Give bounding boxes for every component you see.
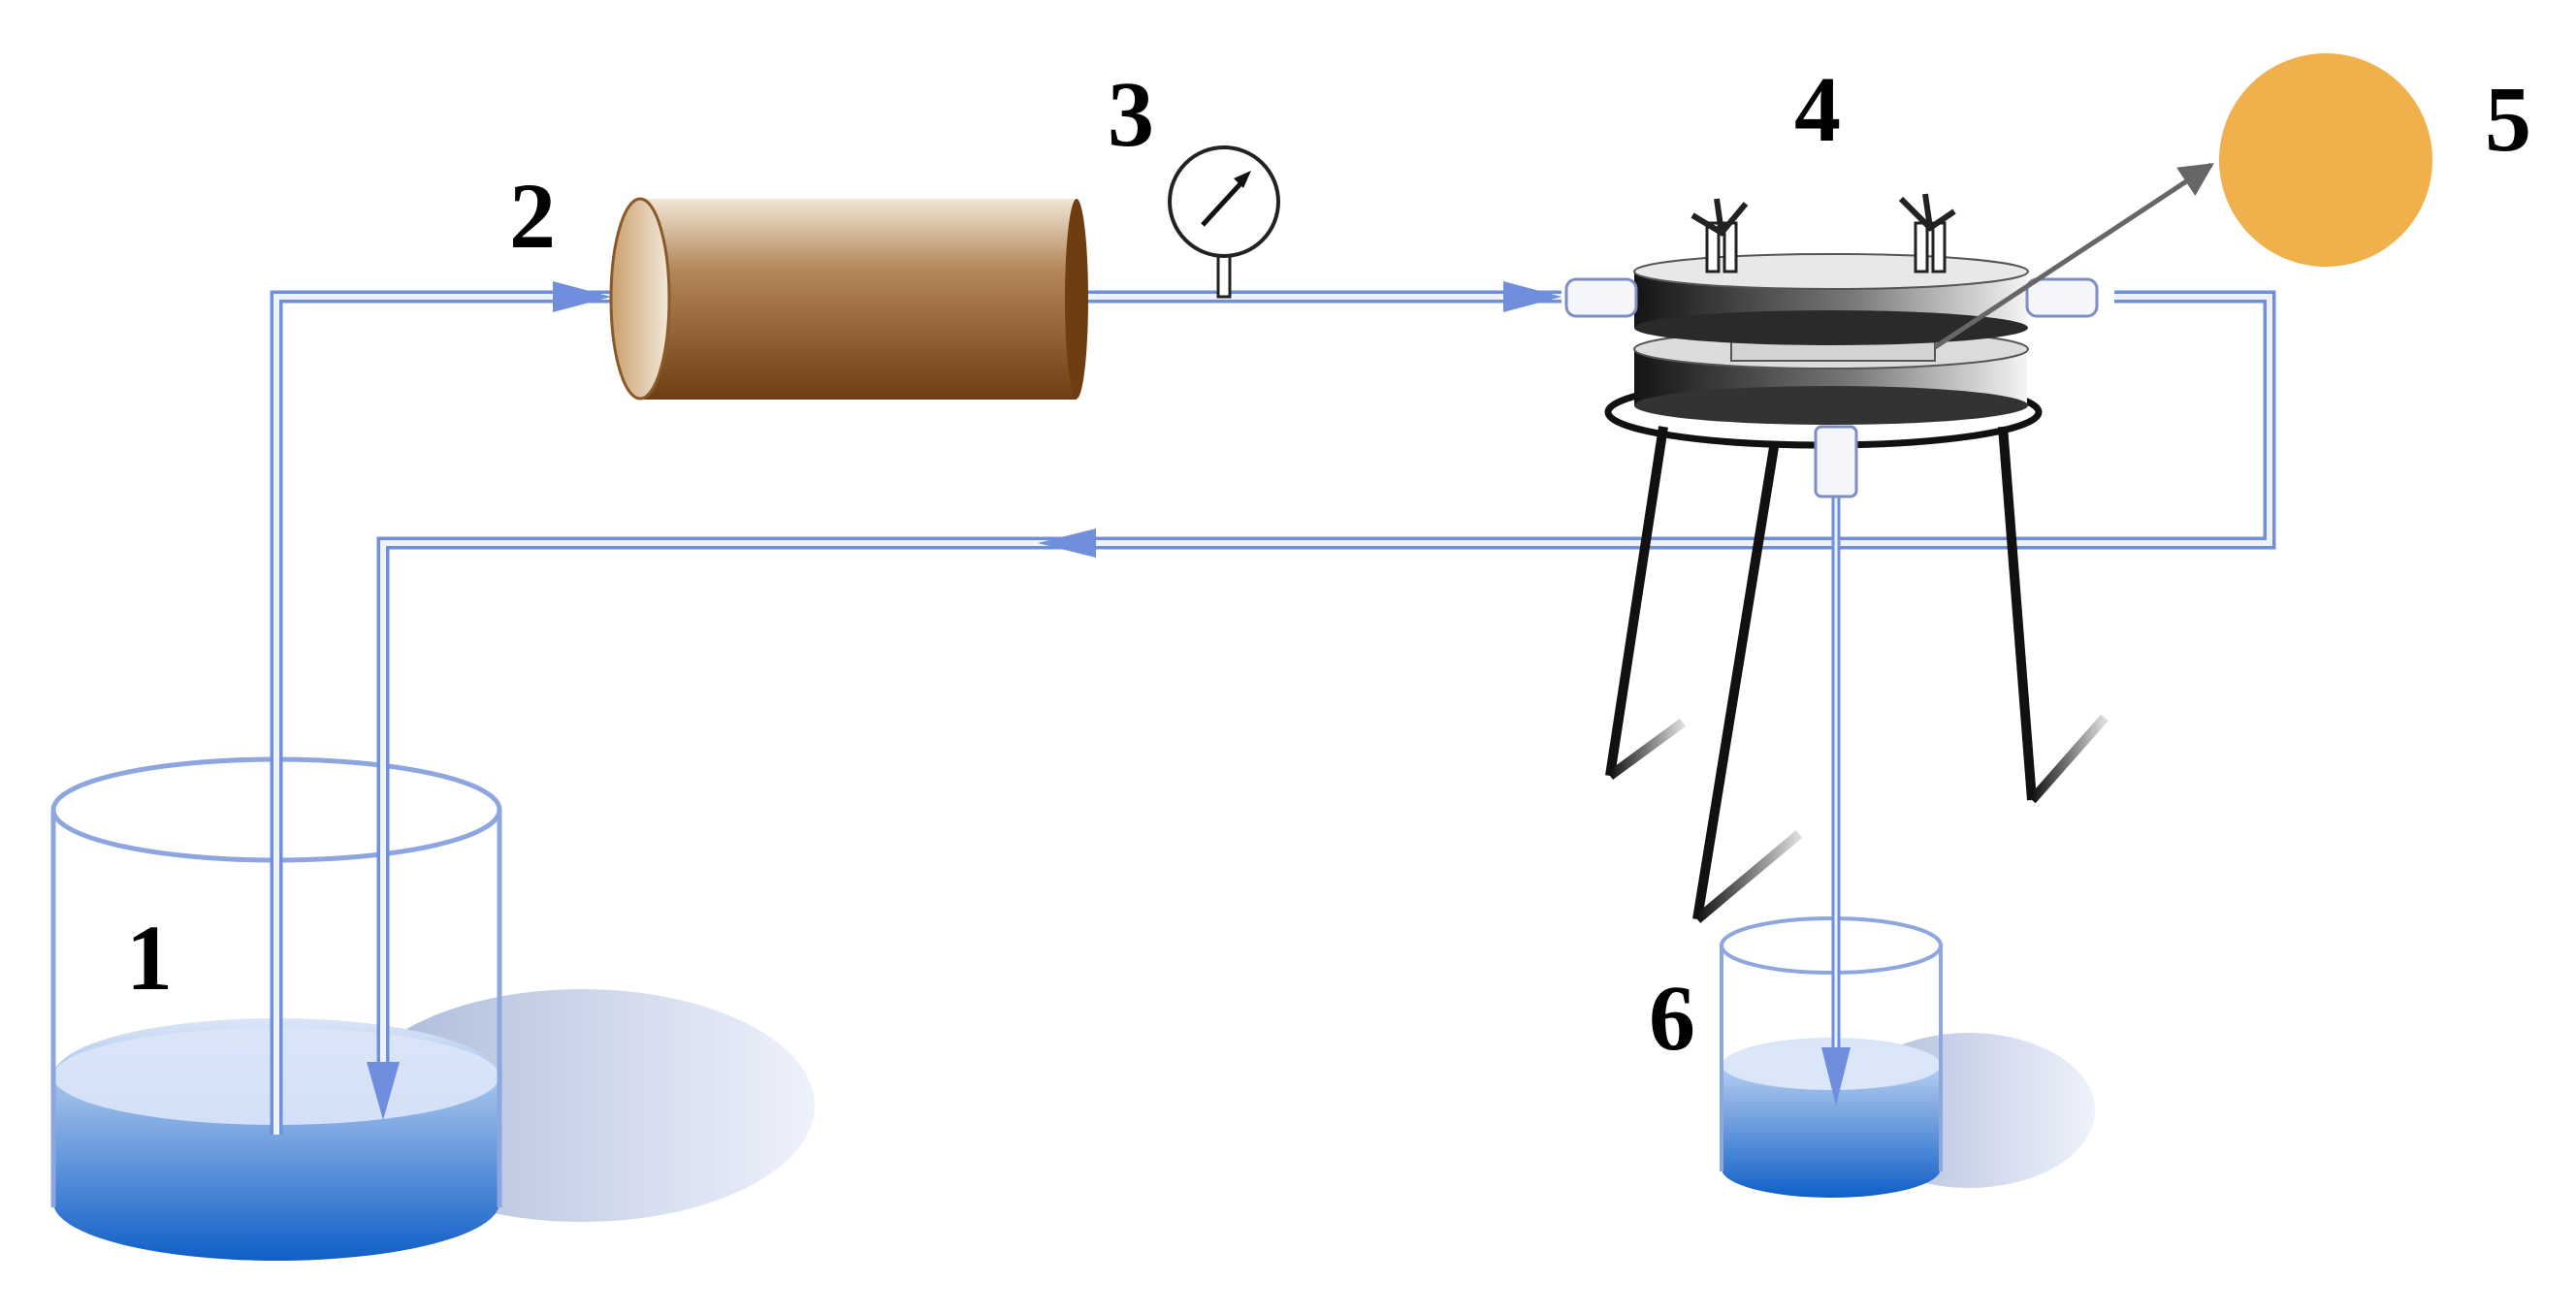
arrow-to-cell — [1503, 281, 1562, 312]
pump-end-left — [609, 197, 671, 401]
collection-rim — [1720, 916, 1943, 975]
stand-foot-left — [1607, 718, 1686, 781]
arrow-return — [1038, 529, 1096, 558]
stand-foot-center — [1693, 830, 1803, 923]
arrow-into-collector — [1821, 1047, 1851, 1106]
cell-top-top — [1633, 253, 2029, 290]
stand-leg-center — [1692, 440, 1780, 920]
membrane-cell — [1564, 193, 2099, 498]
stand-foot-right — [2028, 714, 2109, 804]
label-gauge: 3 — [1108, 62, 1154, 166]
gauge-needle — [1201, 176, 1247, 227]
arrow-into-reservoir — [367, 1062, 400, 1120]
gauge-stem — [1216, 252, 1232, 299]
pump-cylinder — [609, 197, 1088, 401]
pump-body — [640, 199, 1077, 400]
pump-end-right — [1065, 199, 1088, 399]
cell-inlet-fitting — [1564, 277, 1638, 318]
arrow-to-pump — [553, 281, 611, 312]
return-piping — [376, 290, 2276, 1086]
label-reservoir: 1 — [126, 906, 173, 1010]
cell-permeate-fitting — [1814, 425, 1858, 498]
flow-arrows — [367, 281, 1851, 1120]
stand-leg-right — [1998, 426, 2037, 801]
pressure-gauge — [1168, 145, 1280, 299]
cell-top-edge — [1634, 310, 2028, 345]
collection-beaker — [1720, 916, 2095, 1198]
gauge-needle-tip — [1234, 171, 1251, 188]
cell-clamp-right — [1898, 193, 1956, 273]
cell-bottom-edge — [1634, 386, 2028, 425]
cell-clamp-left — [1690, 198, 1749, 273]
stand-leg-left — [1605, 426, 1668, 777]
feed-piping — [270, 290, 1562, 1135]
cell-outlet-fitting — [2025, 277, 2099, 318]
label-membrane-cell: 4 — [1794, 57, 1841, 161]
membrane-sample-disk — [2219, 53, 2432, 267]
label-pump: 2 — [509, 164, 556, 268]
membrane-cell-stand — [1604, 375, 2109, 923]
reservoir-beaker — [50, 756, 815, 1261]
membrane-pointer-arrow — [1933, 162, 2214, 350]
label-membrane-disk: 5 — [2485, 67, 2531, 171]
label-collector: 6 — [1649, 966, 1695, 1070]
